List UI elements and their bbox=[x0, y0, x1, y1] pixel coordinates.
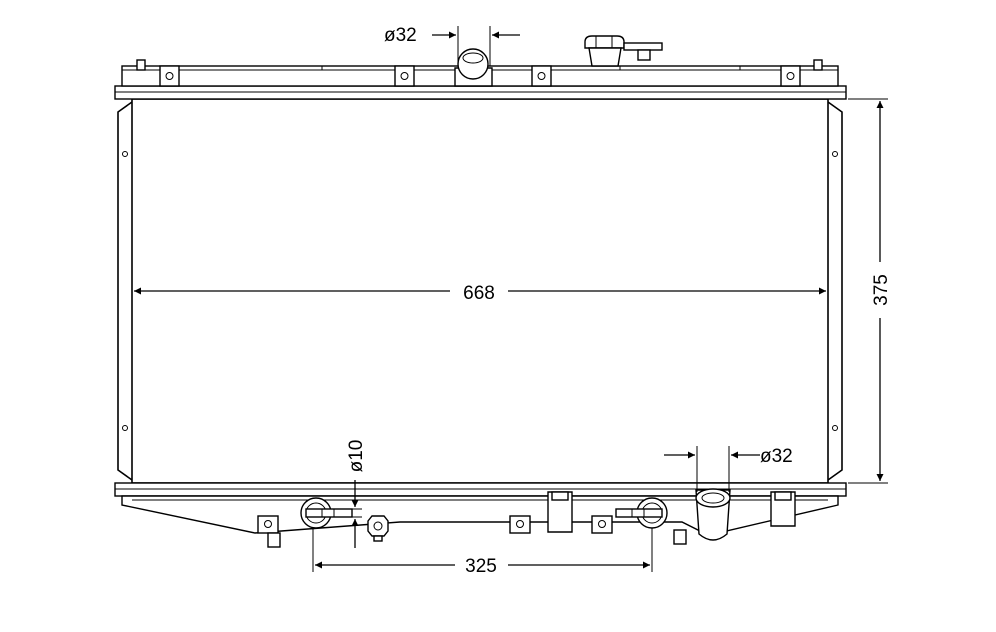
radiator-outline bbox=[114, 35, 847, 548]
width-label: 668 bbox=[463, 283, 495, 304]
bottom-outlet-pipe bbox=[695, 488, 731, 541]
filler-cap bbox=[584, 35, 663, 67]
spacing-label: 325 bbox=[465, 556, 497, 577]
height-label: 375 bbox=[871, 274, 892, 306]
bottom-outlet-dimension: ø32 bbox=[664, 446, 793, 492]
drain-plug bbox=[367, 515, 389, 542]
top-inlet-pipe bbox=[454, 48, 493, 87]
right-side-bracket bbox=[827, 101, 843, 481]
drain-dimension: ø10 bbox=[346, 440, 367, 548]
width-dimension: 668 bbox=[134, 283, 826, 304]
bottom-outlet-label: ø32 bbox=[760, 446, 793, 467]
drain-label: ø10 bbox=[346, 440, 367, 473]
top-inlet-dimension: ø32 bbox=[384, 25, 520, 66]
spacing-dimension: 325 bbox=[312, 528, 653, 577]
height-dimension: 375 bbox=[848, 98, 892, 484]
left-cooler-fitting bbox=[300, 497, 353, 529]
top-inlet-label: ø32 bbox=[384, 25, 417, 46]
left-side-bracket bbox=[117, 101, 133, 481]
bottom-tank bbox=[114, 482, 847, 548]
